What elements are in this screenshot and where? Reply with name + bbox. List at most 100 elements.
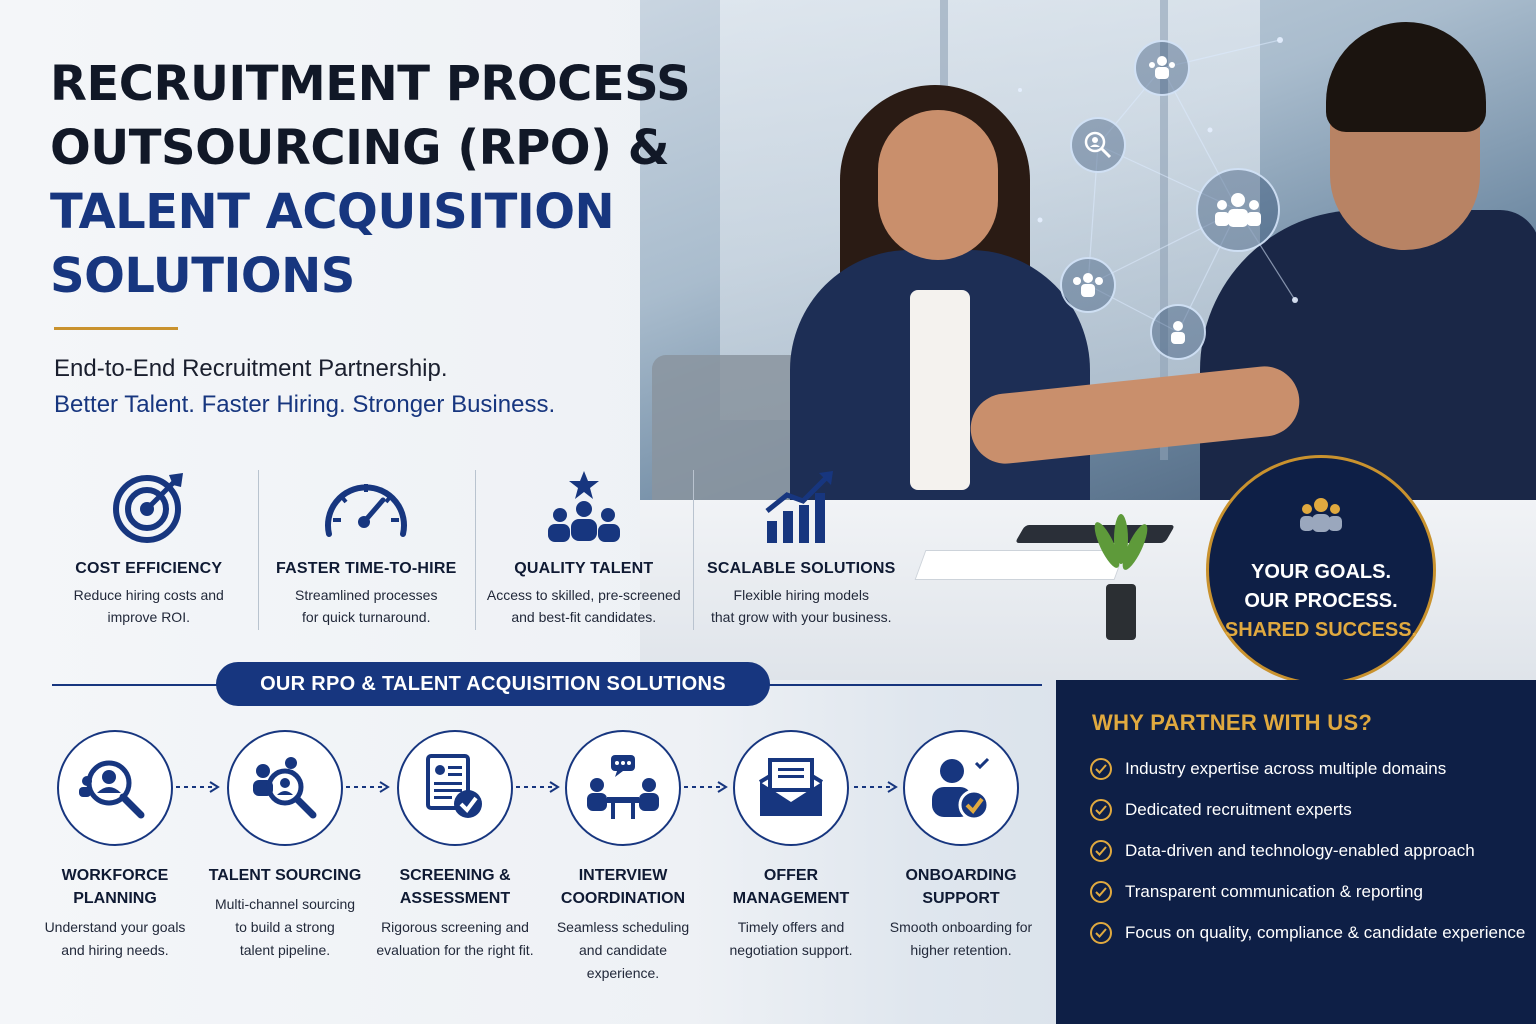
woman-blouse <box>910 290 970 490</box>
benefit-desc-line: that grow with your business. <box>710 609 892 625</box>
step-desc-line: evaluation for the right fit. <box>376 942 534 958</box>
network-person-icon <box>1150 304 1206 360</box>
step-title-line: MANAGEMENT <box>732 890 850 907</box>
group-search-icon <box>227 730 343 846</box>
step-desc-line: Smooth onboarding for <box>889 919 1033 935</box>
benefit-quality-talent: QUALITY TALENT Access to skilled, pre-sc… <box>475 462 693 632</box>
benefit-desc-line: Streamlined processes <box>295 587 438 603</box>
arrow-right-icon <box>854 781 898 793</box>
checkmark-icon <box>1090 880 1112 903</box>
step-desc-line: Seamless scheduling <box>556 919 690 935</box>
step-title-line: SCREENING & <box>399 867 511 884</box>
speedometer-icon <box>258 462 476 552</box>
step-description: Multi-channel sourcing to build a strong… <box>200 893 370 962</box>
list-item-label: Industry expertise across multiple domai… <box>1125 758 1447 778</box>
benefit-desc-line: improve ROI. <box>107 609 190 625</box>
checkmark-icon <box>1090 798 1112 821</box>
step-title: SCREENING & ASSESSMENT <box>370 864 540 910</box>
step-title-line: INTERVIEW <box>578 867 668 884</box>
step-title-line: TALENT SOURCING <box>208 867 362 884</box>
why-partner-title: WHY PARTNER WITH US? <box>1092 710 1373 735</box>
why-partner-panel: WHY PARTNER WITH US? Industry expertise … <box>1056 680 1536 1024</box>
title-line-3: TALENT ACQUISITION <box>50 184 615 240</box>
arrow-right-icon <box>516 781 560 793</box>
step-description: Timely offers and negotiation support. <box>706 916 876 962</box>
checkmark-icon <box>1090 757 1112 780</box>
benefit-cost-efficiency: COST EFFICIENCY Reduce hiring costs and … <box>40 462 258 632</box>
page-title: RECRUITMENT PROCESS OUTSOURCING (RPO) & … <box>50 52 770 308</box>
benefit-title: SCALABLE SOLUTIONS <box>707 560 896 577</box>
step-title-line: OFFER <box>763 867 819 884</box>
solutions-process: WORKFORCE PLANNING Understand your goals… <box>30 730 1050 990</box>
list-item: Focus on quality, compliance & candidate… <box>1090 912 1525 953</box>
title-line-1: RECRUITMENT PROCESS <box>50 56 691 112</box>
user-search-icon <box>57 730 173 846</box>
step-desc-line: Rigorous screening and <box>381 919 529 935</box>
man-hair <box>1326 22 1486 132</box>
badge-line-3: SHARED SUCCESS. <box>1224 619 1418 641</box>
talent-network-graphic <box>980 0 1300 380</box>
envelope-offer-icon <box>733 730 849 846</box>
people-icon <box>1298 495 1344 540</box>
step-desc-line: Multi-channel sourcing <box>214 896 356 912</box>
step-title-line: COORDINATION <box>560 890 686 907</box>
step-description: Understand your goals and hiring needs. <box>30 916 200 962</box>
growth-chart-icon <box>693 462 911 552</box>
benefit-title: COST EFFICIENCY <box>75 560 223 577</box>
step-desc-line: higher retention. <box>910 942 1012 958</box>
solutions-heading: OUR RPO & TALENT ACQUISITION SOLUTIONS <box>216 662 770 706</box>
title-divider <box>54 327 178 330</box>
interview-icon <box>565 730 681 846</box>
step-title: ONBOARDING SUPPORT <box>876 864 1046 910</box>
target-icon <box>40 462 258 552</box>
benefit-desc-line: Flexible hiring models <box>733 587 869 603</box>
step-title: OFFER MANAGEMENT <box>706 864 876 910</box>
benefit-desc-line: Reduce hiring costs and <box>73 587 224 603</box>
benefit-description: Reduce hiring costs and improve ROI. <box>40 584 258 628</box>
network-team-icon <box>1196 168 1280 252</box>
step-offer-management: OFFER MANAGEMENT Timely offers and negot… <box>706 730 876 962</box>
step-desc-line: experience. <box>586 965 660 981</box>
arrow-right-icon <box>346 781 390 793</box>
step-desc-line: talent pipeline. <box>239 942 331 958</box>
benefit-scalable-solutions: SCALABLE SOLUTIONS Flexible hiring model… <box>692 462 911 632</box>
step-title-line: WORKFORCE <box>61 867 169 884</box>
shared-success-badge: YOUR GOALS. OUR PROCESS. SHARED SUCCESS. <box>1206 455 1436 685</box>
badge-line-1: YOUR GOALS. <box>1250 561 1391 583</box>
step-interview-coordination: INTERVIEW COORDINATION Seamless scheduli… <box>538 730 708 985</box>
step-title: TALENT SOURCING <box>200 864 370 887</box>
network-group-icon <box>1060 257 1116 313</box>
step-description: Smooth onboarding for higher retention. <box>876 916 1046 962</box>
list-item-label: Focus on quality, compliance & candidate… <box>1125 922 1526 942</box>
step-workforce-planning: WORKFORCE PLANNING Understand your goals… <box>30 730 200 962</box>
list-item: Industry expertise across multiple domai… <box>1090 748 1525 789</box>
benefit-desc-line: for quick turnaround. <box>302 609 431 625</box>
benefit-description: Streamlined processes for quick turnarou… <box>258 584 476 628</box>
step-title-line: PLANNING <box>73 890 157 907</box>
step-desc-line: to build a strong <box>235 919 335 935</box>
step-desc-line: and hiring needs. <box>61 942 169 958</box>
benefit-description: Flexible hiring models that grow with yo… <box>693 584 911 628</box>
step-talent-sourcing: TALENT SOURCING Multi-channel sourcing t… <box>200 730 370 962</box>
badge-line-2: OUR PROCESS. <box>1244 590 1398 612</box>
step-title-line: SUPPORT <box>922 890 1000 907</box>
user-check-icon <box>903 730 1019 846</box>
title-line-2: OUTSOURCING (RPO) & <box>50 120 670 176</box>
window-frame <box>1160 0 1168 460</box>
step-title-line: ONBOARDING <box>905 867 1017 884</box>
team-star-icon <box>475 462 693 552</box>
benefits-row: COST EFFICIENCY Reduce hiring costs and … <box>40 462 910 632</box>
step-description: Rigorous screening and evaluation for th… <box>370 916 540 962</box>
checkmark-icon <box>1090 921 1112 944</box>
list-item-label: Transparent communication & reporting <box>1125 881 1423 901</box>
arrow-right-icon <box>684 781 728 793</box>
resume-check-icon <box>397 730 513 846</box>
step-title: WORKFORCE PLANNING <box>30 864 200 910</box>
step-desc-line: negotiation support. <box>729 942 853 958</box>
desk-plant <box>1090 514 1152 640</box>
benefit-desc-line: Access to skilled, pre-screened <box>486 587 681 603</box>
tagline-secondary: Better Talent. Faster Hiring. Stronger B… <box>54 391 556 418</box>
why-partner-list: Industry expertise across multiple domai… <box>1090 748 1525 953</box>
woman-face <box>878 110 998 260</box>
step-desc-line: Understand your goals <box>44 919 186 935</box>
